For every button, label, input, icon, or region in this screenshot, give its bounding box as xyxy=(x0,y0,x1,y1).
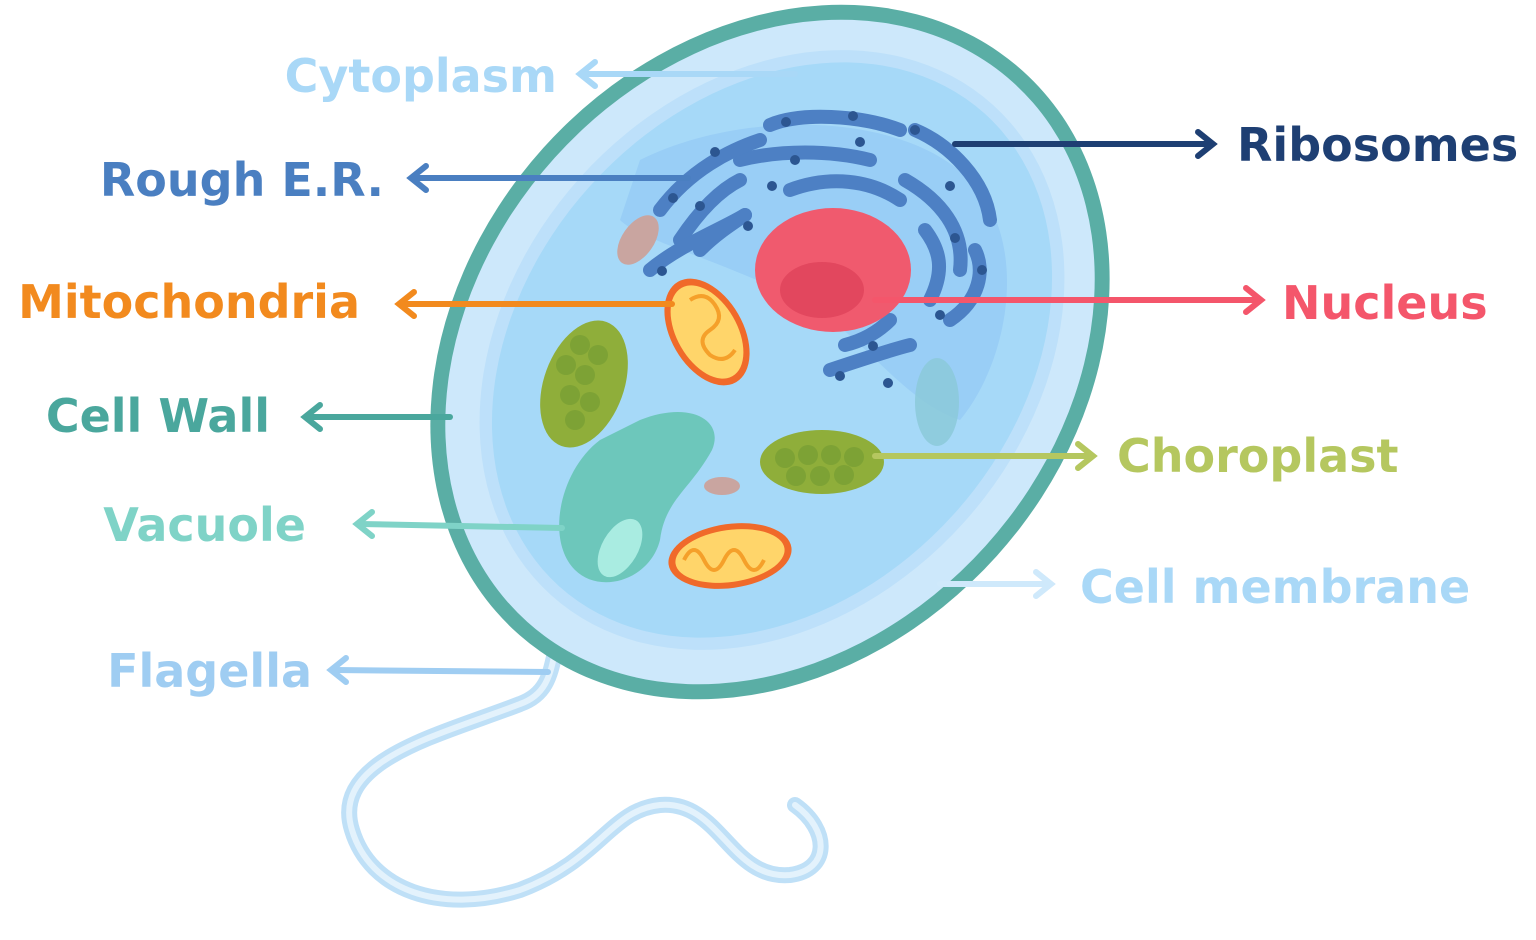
mitochondria-label: Mitochondria xyxy=(18,275,360,329)
rough-er-label: Rough E.R. xyxy=(100,153,384,207)
cell-wall-pointer xyxy=(300,402,453,432)
mitochondria-pointer xyxy=(394,289,675,319)
cell-wall-label: Cell Wall xyxy=(46,389,270,443)
cytoplasm-label: Cytoplasm xyxy=(285,49,557,103)
mitochondria-bottom-shape xyxy=(668,523,792,589)
small-vacuole-shape xyxy=(915,358,959,446)
mitochondria-top-shape xyxy=(664,278,750,386)
cell-membrane-label: Cell membrane xyxy=(1080,560,1470,614)
nucleolus-shape xyxy=(780,262,864,318)
small-granule-shape xyxy=(704,477,740,495)
vacuole-shape xyxy=(559,411,715,583)
vacuole-pointer xyxy=(352,509,565,539)
ribosomes-pointer xyxy=(952,129,1218,159)
flagella-tail xyxy=(341,614,829,908)
vacuole-label: Vacuole xyxy=(103,498,306,552)
rough-er-pointer xyxy=(406,163,691,193)
flagella-pointer xyxy=(326,655,551,685)
chloroplast-left-shape xyxy=(540,320,628,448)
nucleus-pointer xyxy=(872,285,1266,315)
choroplast-label: Choroplast xyxy=(1117,429,1399,483)
cytoplasm-pointer xyxy=(575,59,798,89)
ribosome-dots xyxy=(657,111,987,388)
ribosomes-label: Ribosomes xyxy=(1237,118,1518,172)
choroplast-pointer xyxy=(872,441,1098,471)
flagella-label: Flagella xyxy=(107,644,312,698)
nucleus-label: Nucleus xyxy=(1282,276,1488,330)
chloroplast-right-shape xyxy=(760,430,884,494)
cell-membrane-pointer xyxy=(937,569,1056,599)
small-organelle-shape xyxy=(617,215,659,265)
